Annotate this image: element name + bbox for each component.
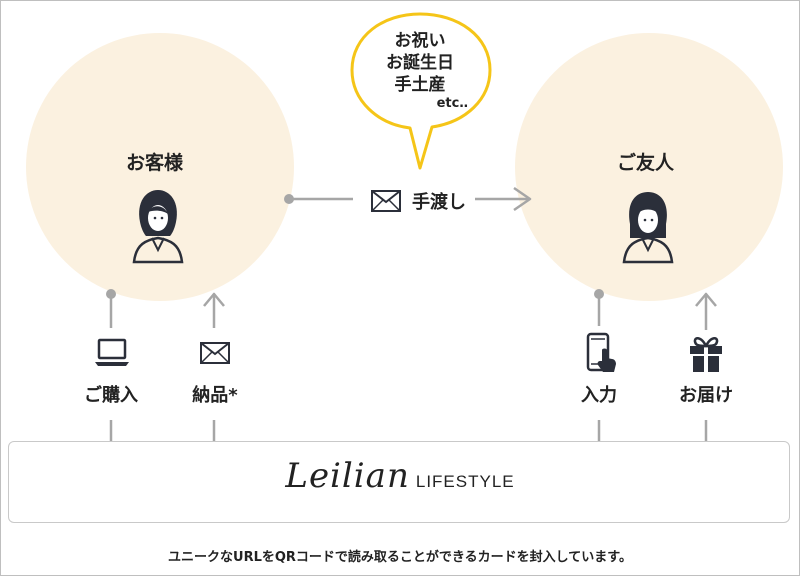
woman-avatar-icon bbox=[132, 190, 184, 264]
customer-circle bbox=[26, 33, 294, 301]
gift-icon bbox=[690, 337, 722, 372]
friend-label: ご友人 bbox=[617, 152, 675, 174]
handover-label: 手渡し bbox=[412, 192, 466, 213]
bubble-line: お祝い bbox=[394, 31, 446, 51]
footnote: ユニークなURLをQRコードで読み取ることができるカードを封入しています。 bbox=[168, 550, 632, 565]
bubble-line: 手土産 bbox=[394, 75, 446, 95]
smartphone-touch-icon bbox=[586, 332, 616, 372]
delivery-label: 納品* bbox=[192, 385, 238, 406]
send-label: お届け bbox=[679, 385, 733, 406]
woman-avatar-icon bbox=[622, 192, 674, 264]
laptop-icon bbox=[95, 338, 129, 366]
delivery-flow-top bbox=[203, 292, 225, 328]
purchase-flow-top bbox=[106, 289, 116, 328]
bubble-text: お祝い お誕生日 手土産 etc‥ bbox=[360, 30, 480, 112]
friend-circle bbox=[515, 33, 783, 301]
customer-label: お客様 bbox=[126, 152, 184, 174]
brand-script: Leilian bbox=[285, 456, 410, 496]
purchase-label: ご購入 bbox=[84, 385, 138, 406]
envelope-icon bbox=[200, 342, 230, 364]
send-flow-top bbox=[695, 292, 717, 330]
input-flow-top bbox=[594, 289, 604, 326]
bubble-etc: etc‥ bbox=[436, 96, 468, 111]
envelope-icon bbox=[371, 190, 401, 212]
speech-bubble bbox=[350, 12, 492, 170]
brand-sub: LIFESTYLE bbox=[415, 472, 515, 491]
bubble-line: お誕生日 bbox=[386, 53, 454, 73]
brand-box bbox=[8, 441, 790, 523]
handover-arrow bbox=[284, 186, 532, 212]
input-label: 入力 bbox=[581, 385, 617, 406]
brand-logo: Leilian LIFESTYLE bbox=[0, 456, 800, 496]
